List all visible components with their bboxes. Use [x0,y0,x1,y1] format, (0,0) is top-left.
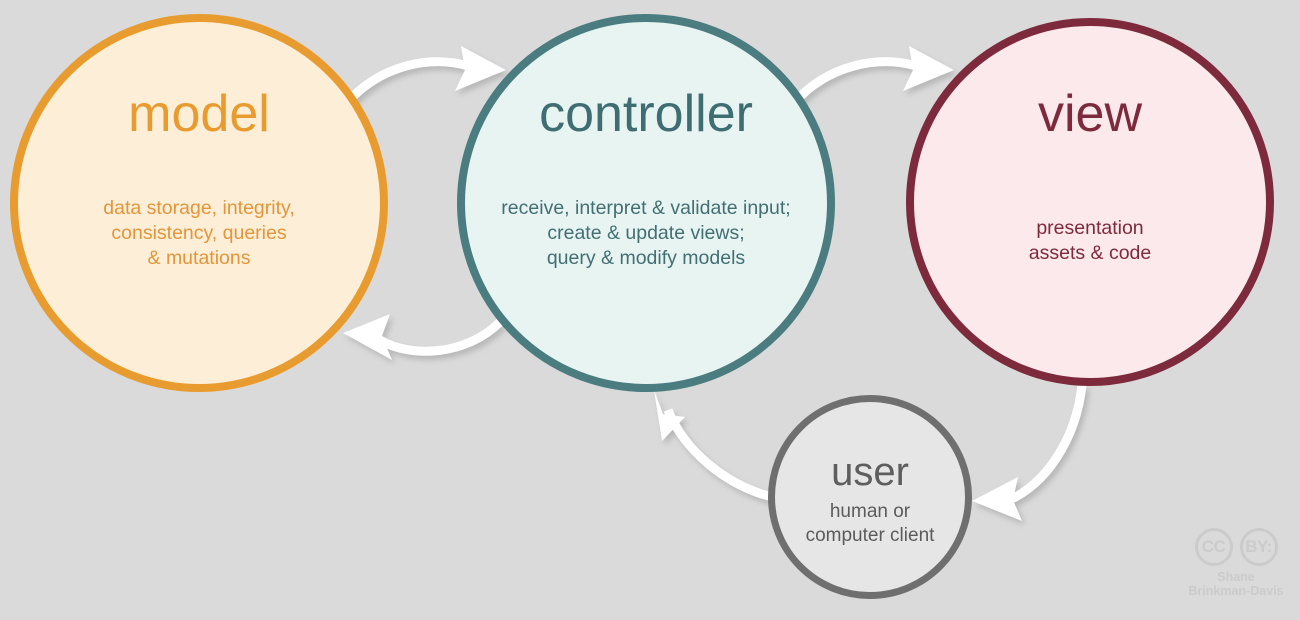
node-model[interactable]: model data storage, integrity, consisten… [10,14,388,392]
node-model-body: data storage, integrity, consistency, qu… [103,197,295,269]
node-user-body: human or computer client [805,500,935,546]
creative-commons-badge: CC BY: Shane Brinkman-Davis [1178,528,1294,599]
arrow-view-to-user [972,384,1087,521]
node-view[interactable]: view presentation assets & code [906,18,1274,386]
node-controller[interactable]: controller receive, interpret & validate… [457,14,835,392]
cc-marks: CC BY: [1178,528,1294,566]
node-model-title: model [128,85,270,143]
arrow-user-to-controller [654,390,774,502]
node-controller-title: controller [539,85,753,143]
node-controller-body: receive, interpret & validate input; cre… [501,197,791,269]
cc-by-icon: BY: [1239,528,1278,566]
arrow-model-to-controller [341,46,506,108]
node-view-body: presentation assets & code [1028,217,1152,264]
node-user-title: user [831,449,909,494]
arrow-controller-to-view [789,46,954,108]
arrow-controller-to-model [343,314,504,360]
node-view-title: view [1037,85,1143,143]
cc-icon: CC [1194,528,1233,566]
node-user[interactable]: user human or computer client [768,395,972,599]
author-credit: Shane Brinkman-Davis [1188,570,1284,599]
